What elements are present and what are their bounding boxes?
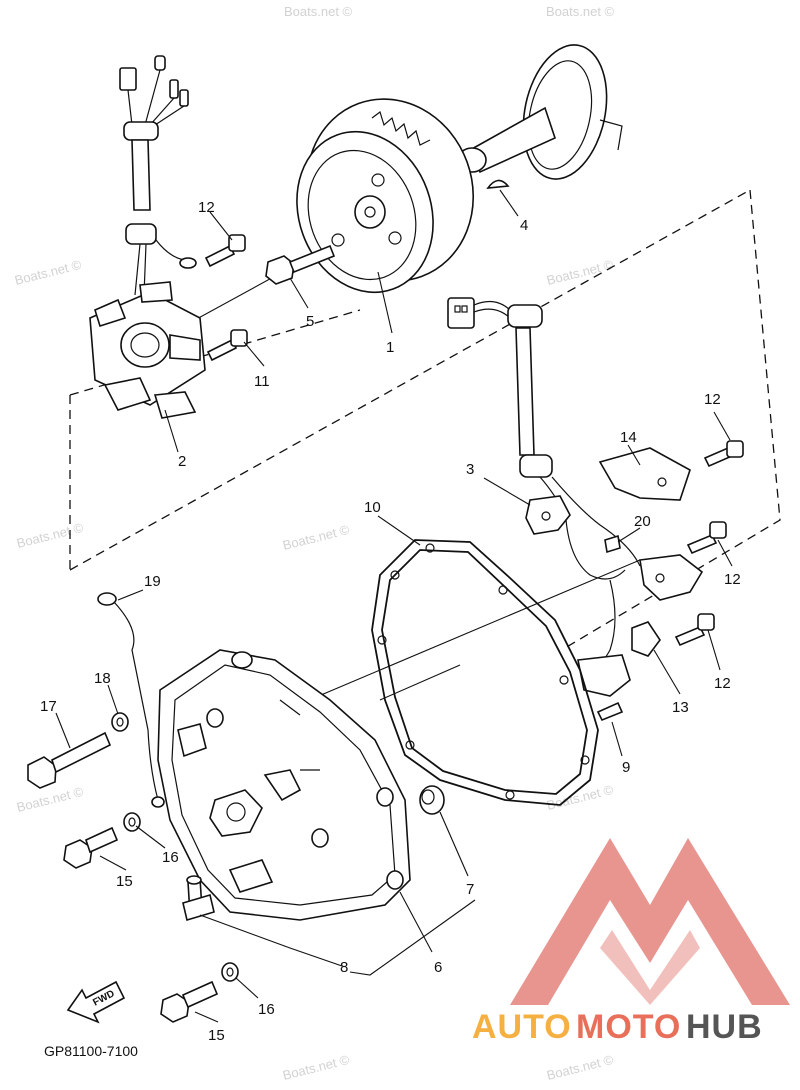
logo-word-hub: HUB	[686, 1008, 763, 1046]
watermark: Boats.net ©	[284, 4, 353, 19]
callout-12: 12	[704, 391, 721, 408]
callout-6: 6	[434, 959, 442, 976]
collar	[419, 785, 445, 815]
callout-17: 17	[40, 698, 57, 715]
screw	[686, 521, 727, 555]
watermark: Boats.net ©	[281, 522, 351, 553]
washer	[221, 962, 239, 982]
callout-13: 13	[672, 699, 689, 716]
watermark: Boats.net ©	[15, 520, 85, 551]
watermark: Boats.net ©	[545, 257, 615, 288]
callout-4: 4	[520, 217, 528, 234]
callout-11: 11	[254, 373, 270, 390]
fwd-arrow: FWD	[66, 980, 126, 1024]
logo-word-auto: AUTO	[472, 1008, 572, 1046]
screw	[204, 234, 246, 268]
callout-10: 10	[364, 499, 381, 516]
stator	[89, 281, 206, 419]
callout-19: 19	[144, 573, 161, 590]
flywheel-rotor	[296, 98, 475, 294]
breather-fitting	[182, 875, 215, 922]
ground-lead	[97, 592, 165, 808]
flywheel-hub	[457, 44, 623, 180]
flywheel-bolt	[265, 244, 336, 285]
callout-16: 16	[162, 849, 179, 866]
screw	[206, 329, 248, 362]
axis-line	[379, 664, 461, 701]
callout-7: 7	[466, 881, 474, 898]
bolt	[63, 826, 119, 869]
callout-15: 15	[116, 873, 133, 890]
sensor	[631, 621, 661, 657]
washer	[123, 812, 141, 832]
pickup-harness	[447, 297, 704, 697]
crankcase-cover	[157, 649, 411, 921]
long-bolt	[27, 731, 112, 789]
watermark: Boats.net ©	[281, 1052, 351, 1083]
callout-15: 15	[208, 1027, 225, 1044]
automotohub-logo: AUTO MOTO HUB	[472, 838, 790, 1046]
callout-12: 12	[714, 675, 731, 692]
callout-12: 12	[198, 199, 215, 216]
callout-20: 20	[634, 513, 651, 530]
leader-lines	[55, 189, 733, 1023]
watermark: Boats.net ©	[545, 1052, 615, 1083]
diagram-code: GP81100-7100	[44, 1043, 138, 1059]
watermark: Boats.net ©	[15, 784, 85, 815]
callout-9: 9	[622, 759, 630, 776]
screw	[703, 440, 744, 468]
callout-5: 5	[306, 313, 314, 330]
callout-18: 18	[94, 670, 111, 687]
logo-word-moto: MOTO	[576, 1008, 681, 1046]
stator-harness	[119, 55, 197, 296]
callout-2: 2	[178, 453, 186, 470]
gasket	[371, 539, 599, 806]
callout-8: 8	[340, 959, 348, 976]
callout-14: 14	[620, 429, 637, 446]
watermark: Boats.net ©	[546, 4, 615, 19]
callout-12: 12	[724, 571, 741, 588]
callout-16: 16	[258, 1001, 275, 1018]
watermark: Boats.net ©	[13, 257, 83, 288]
logo-mark	[510, 838, 790, 1005]
watermark: Boats.net ©	[545, 782, 615, 813]
callout-labels: 1 2 3 4 5 6 7 8 9 10 11 12 12 12 12 13 1…	[40, 199, 741, 1044]
woodruff-key	[486, 179, 510, 189]
dowel-pin	[596, 701, 624, 722]
logo-mark-inner	[600, 930, 700, 1005]
screw	[674, 613, 715, 647]
callout-3: 3	[466, 461, 474, 478]
bolt	[160, 980, 219, 1023]
bracket	[598, 447, 691, 501]
washer	[111, 712, 129, 732]
callout-1: 1	[386, 339, 394, 356]
